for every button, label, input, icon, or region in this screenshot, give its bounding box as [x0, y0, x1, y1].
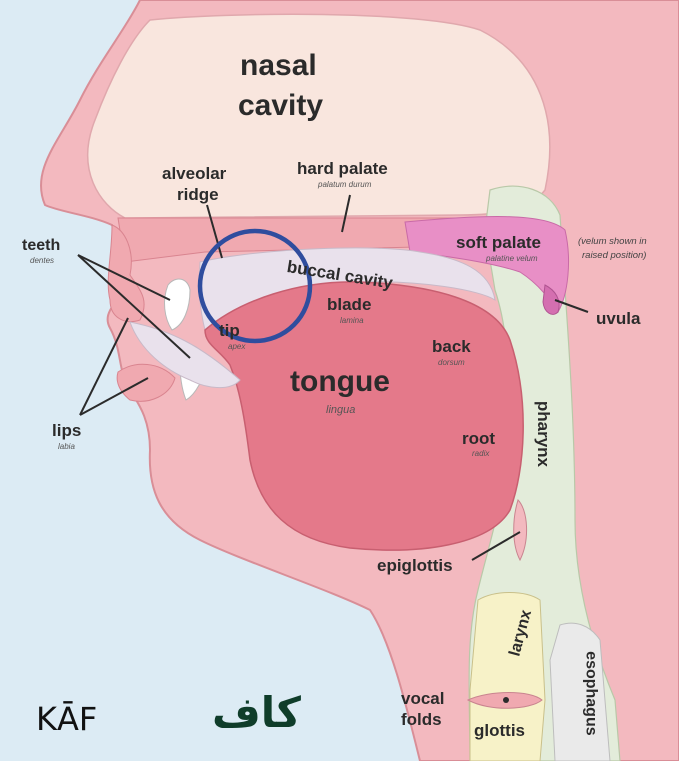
label-lips-latin: labia	[58, 442, 75, 451]
label-ridge: ridge	[177, 185, 219, 204]
esophagus-region	[549, 622, 611, 761]
label-esophagus: esophagus	[582, 651, 600, 736]
label-teeth-latin: dentes	[30, 256, 55, 265]
label-nasal: nasal	[240, 49, 317, 82]
lower-lip	[116, 363, 176, 402]
label-tip-latin: apex	[228, 342, 246, 351]
lips-leader-lower	[79, 377, 149, 416]
label-velum-note-1: (velum shown in	[578, 236, 647, 247]
label-back: back	[432, 337, 471, 356]
epiglottis-shape	[513, 499, 528, 562]
label-hard-palate-latin: palatum durum	[318, 180, 372, 189]
label-root: root	[462, 429, 496, 448]
label-pharynx: pharynx	[533, 400, 553, 467]
label-tongue: tongue	[290, 365, 390, 398]
label-cavity: cavity	[238, 89, 324, 122]
upper-tooth	[164, 278, 191, 331]
label-epiglottis: epiglottis	[377, 556, 453, 575]
epiglottis-leader	[471, 531, 521, 561]
alveolar-leader	[206, 204, 223, 259]
teeth-leader-upper	[77, 254, 171, 301]
label-velum-note-2: raised position)	[582, 250, 647, 261]
lips-leader-upper	[79, 317, 129, 416]
label-lips: lips	[52, 421, 82, 440]
label-tip: tip	[219, 321, 240, 340]
watermark-latin: KĀF	[36, 700, 98, 738]
tongue-shape	[204, 281, 524, 551]
uvula-shape	[542, 284, 560, 315]
label-folds: folds	[401, 710, 442, 729]
label-uvula: uvula	[596, 309, 641, 328]
upper-lip	[107, 224, 145, 323]
label-blade: blade	[327, 295, 372, 314]
soft-palate-region	[404, 216, 569, 313]
label-back-latin: dorsum	[438, 358, 465, 367]
label-glottis: glottis	[474, 721, 525, 740]
leader-lines	[77, 194, 589, 561]
label-root-latin: radix	[472, 449, 490, 458]
label-soft-palate: soft palate	[456, 233, 542, 252]
label-alveolar: alveolar	[162, 164, 227, 183]
highlight-circle	[197, 228, 313, 344]
label-tongue-latin: lingua	[326, 404, 356, 416]
label-blade-latin: lamina	[340, 316, 364, 325]
vocal-folds-dot	[503, 697, 509, 703]
label-teeth: teeth	[22, 237, 61, 254]
label-soft-palate-latin: palatine velum	[486, 254, 538, 263]
larynx-region	[469, 592, 546, 761]
teeth-leader-lower	[77, 254, 191, 359]
label-vocal: vocal	[401, 689, 445, 708]
uvula-leader	[554, 299, 589, 313]
nasal-cavity-region	[86, 13, 551, 219]
hard-palate-leader	[341, 194, 351, 233]
label-hard-palate: hard palate	[297, 159, 388, 178]
watermark-arabic: كاف	[212, 688, 301, 737]
